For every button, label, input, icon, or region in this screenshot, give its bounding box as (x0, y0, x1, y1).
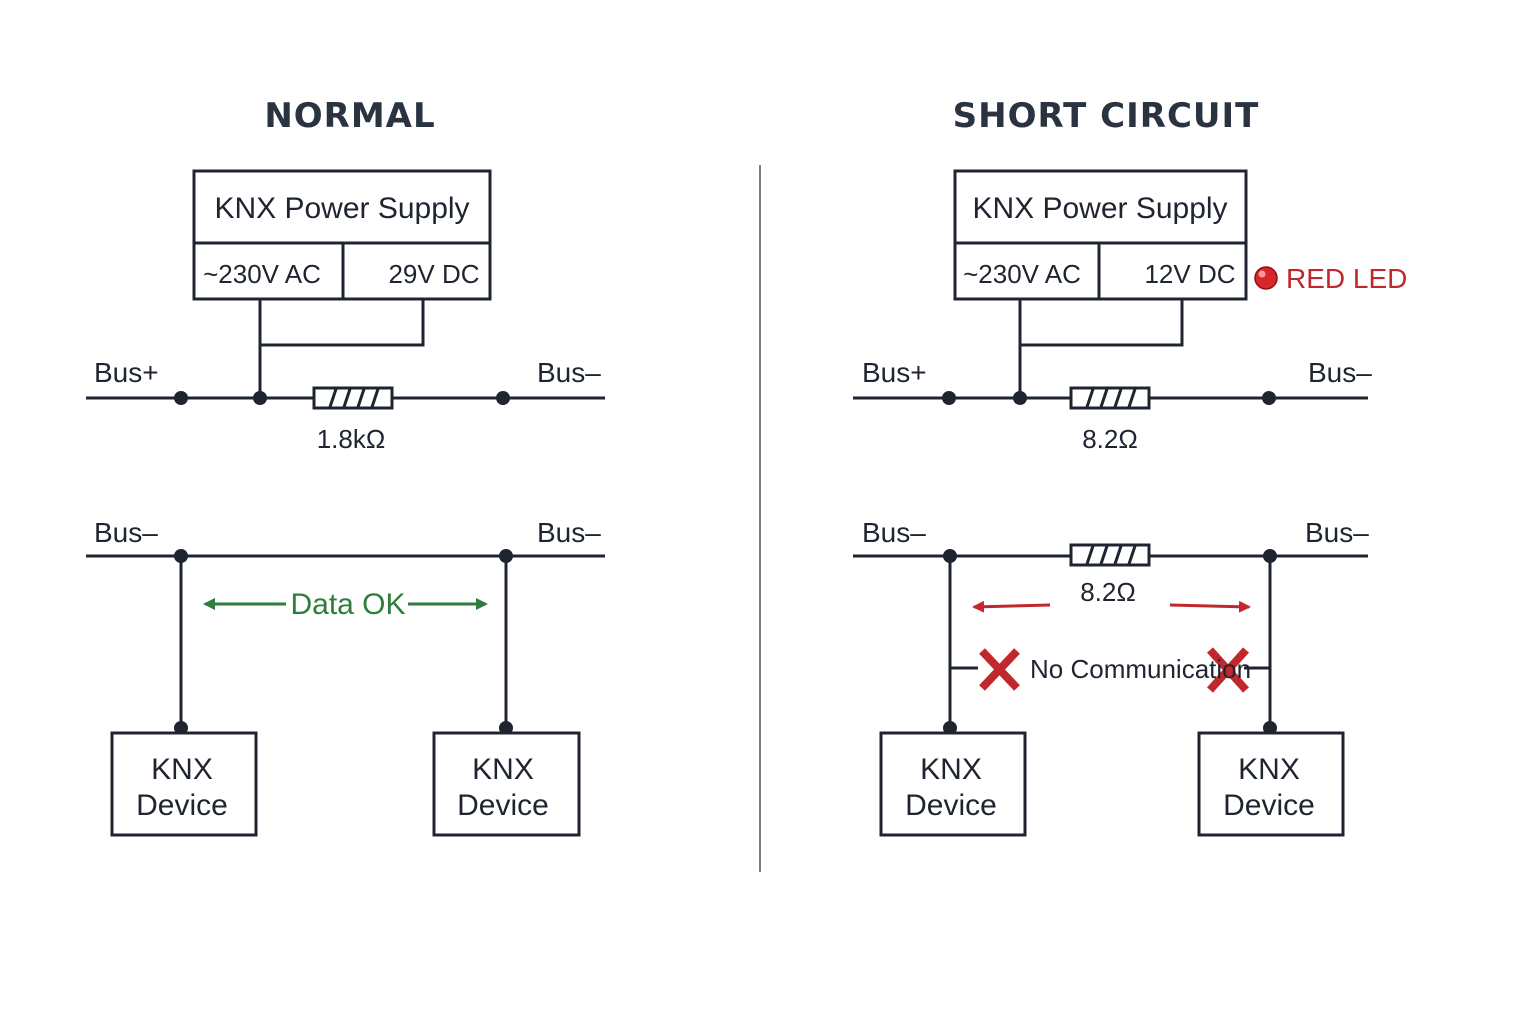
normal-psu-output: 29V DC (388, 259, 479, 289)
short-bottom-bus: Bus– Bus– 8.2Ω (853, 517, 1369, 735)
blocked-x-icon-right (1207, 647, 1249, 693)
normal-top-bus-left-label: Bus+ (94, 357, 159, 388)
normal-psu-input: ~230V AC (203, 259, 321, 289)
normal-psu-label: KNX Power Supply (214, 192, 469, 225)
normal-panel: NORMAL KNX Power Supply ~230V AC 29V DC … (86, 96, 605, 837)
short-top-bus-right-label: Bus– (1308, 357, 1372, 388)
short-power-supply: KNX Power Supply ~230V AC 12V DC (953, 169, 1248, 301)
normal-data-flow: Data OK (203, 588, 488, 621)
normal-device-2: KNX Device (432, 731, 581, 837)
short-bottom-resistor (1069, 543, 1151, 567)
normal-device-2-line2: Device (457, 789, 549, 822)
short-top-resistor (1069, 386, 1151, 410)
normal-device-1-line1: KNX (151, 753, 213, 786)
short-device-1: KNX Device (879, 731, 1027, 837)
short-device-1-line2: Device (905, 789, 997, 822)
normal-device-1-line2: Device (136, 789, 228, 822)
normal-top-bus: Bus+ Bus– 1.8kΩ (86, 357, 605, 454)
short-device-1-line1: KNX (920, 753, 982, 786)
short-psu-label: KNX Power Supply (972, 192, 1227, 225)
normal-bottom-bus: Bus– Bus– (86, 517, 605, 735)
short-bottom-bus-left-label: Bus– (862, 517, 926, 548)
short-device-2-line1: KNX (1238, 753, 1300, 786)
normal-bottom-bus-right-label: Bus– (537, 517, 601, 548)
short-title: SHORT CIRCUIT (953, 96, 1260, 136)
normal-bottom-bus-left-label: Bus– (94, 517, 158, 548)
red-led-label: RED LED (1286, 263, 1407, 294)
normal-title: NORMAL (264, 96, 435, 136)
fault-left-arrow (972, 600, 1051, 613)
normal-psu-wires (258, 299, 425, 398)
short-psu-wires (1018, 299, 1184, 398)
fault-right-arrow (1169, 600, 1251, 613)
short-device-2-line2: Device (1223, 789, 1315, 822)
normal-device-2-line1: KNX (472, 753, 534, 786)
short-device-2: KNX Device (1197, 731, 1345, 837)
short-bottom-bus-right-label: Bus– (1305, 517, 1369, 548)
short-no-communication: No Communication (979, 647, 1251, 693)
short-top-resistor-value: 8.2Ω (1082, 424, 1138, 454)
short-psu-input: ~230V AC (963, 259, 1081, 289)
normal-status: Data OK (290, 588, 405, 621)
normal-top-resistor-value: 1.8kΩ (317, 424, 386, 454)
short-bottom-resistor-value: 8.2Ω (1080, 577, 1136, 607)
red-led-indicator: RED LED (1254, 263, 1407, 294)
short-top-bus-left-label: Bus+ (862, 357, 927, 388)
short-panel: SHORT CIRCUIT KNX Power Supply ~230V AC … (853, 96, 1407, 837)
short-psu-output: 12V DC (1144, 259, 1235, 289)
blocked-x-icon-left (979, 648, 1020, 691)
normal-device-1: KNX Device (110, 731, 258, 837)
normal-power-supply: KNX Power Supply ~230V AC 29V DC (192, 169, 492, 301)
red-led-icon (1254, 266, 1278, 290)
short-top-bus: Bus+ Bus– 8.2Ω (853, 357, 1372, 454)
normal-top-resistor (312, 386, 394, 410)
normal-top-bus-right-label: Bus– (537, 357, 601, 388)
short-status: No Communication (1030, 654, 1251, 684)
